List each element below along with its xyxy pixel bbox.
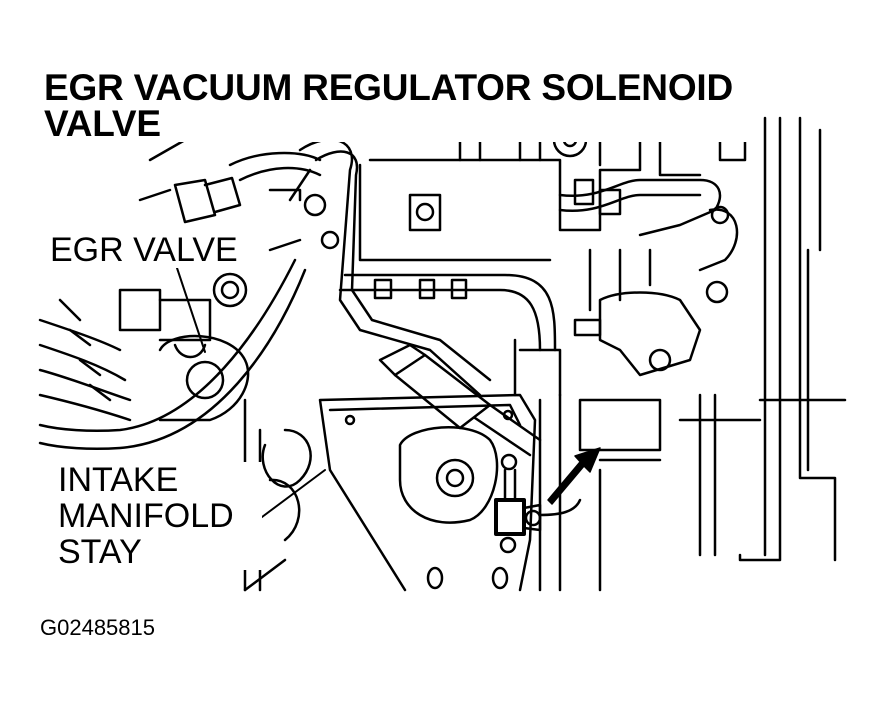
right-bracket	[598, 291, 702, 377]
right-hose	[558, 178, 722, 237]
upper-cover	[358, 118, 642, 262]
hose-clamp-1	[373, 278, 393, 300]
hose-clamp-3	[450, 278, 468, 300]
leader-egr-valve	[174, 261, 206, 353]
stay-loop	[398, 426, 499, 524]
diagram-title: EGR VACUUM REGULATOR SOLENOID VALVE	[44, 67, 748, 142]
engine-block-right-detail	[758, 128, 847, 472]
intake-label-line-3: STAY	[58, 533, 142, 571]
intake-label-line-1: INTAKE	[58, 461, 179, 499]
cover-bracket	[408, 193, 442, 232]
fitting-right-1	[598, 188, 622, 216]
bolt-upper	[415, 202, 435, 222]
egr-valve-label: EGR VALVE	[50, 232, 242, 268]
vacuum-hose-main	[298, 138, 482, 397]
title-line-2: VALVE	[44, 105, 169, 142]
egr-lower-housing	[158, 334, 250, 422]
long-hose	[38, 258, 307, 451]
solenoid-valve	[494, 498, 526, 536]
engine-block-right-edge	[738, 116, 837, 562]
leader-intake-manifold-stay	[257, 469, 326, 521]
egr-valve-body	[118, 288, 162, 332]
intake-manifold-stay	[318, 393, 537, 592]
connector-upper-left	[173, 178, 217, 224]
title-line-1: EGR VACUUM REGULATOR SOLENOID	[44, 67, 733, 108]
hose-clamp-2	[418, 278, 436, 300]
intake-manifold-stay-label: INTAKE MANIFOLD STAY	[58, 462, 262, 570]
intake-label-line-2: MANIFOLD	[58, 497, 234, 535]
vacuum-hose-horizontal	[338, 273, 557, 352]
figure-id: G02485815	[40, 615, 155, 640]
egr-valve-port	[212, 272, 248, 308]
ribbed-hose	[38, 318, 132, 422]
pointer-arrow	[547, 447, 601, 505]
